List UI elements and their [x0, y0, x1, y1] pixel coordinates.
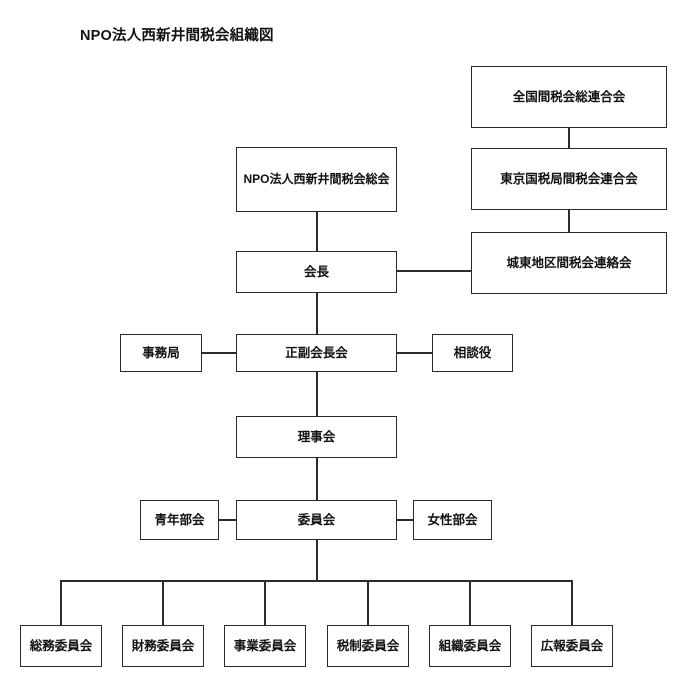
connector-bus-drop-general-affairs [60, 580, 62, 625]
connector-subcommittee-bus [60, 580, 572, 582]
connector-vice-board-to-directors [316, 371, 318, 416]
node-advisor[interactable]: 相談役 [432, 334, 513, 372]
connector-bus-drop-tax-system [367, 580, 369, 625]
connector-bus-drop-organization [469, 580, 471, 625]
node-national-federation[interactable]: 全国間税会総連合会 [471, 66, 667, 128]
node-secretariat[interactable]: 事務局 [120, 334, 202, 372]
connector-bus-drop-finance [162, 580, 164, 625]
connector-tokyo-to-joto [568, 209, 570, 233]
node-finance-committee[interactable]: 財務委員会 [122, 625, 204, 667]
node-committee[interactable]: 委員会 [236, 500, 397, 540]
node-business-committee[interactable]: 事業委員会 [224, 625, 306, 667]
connector-president-to-vice-board [316, 292, 318, 334]
node-youth-division[interactable]: 青年部会 [140, 500, 219, 540]
node-general-assembly[interactable]: NPO法人西新井間税会総会 [236, 147, 397, 212]
connector-national-to-tokyo [568, 127, 570, 149]
node-general-affairs-committee[interactable]: 総務委員会 [20, 625, 102, 667]
node-organization-committee[interactable]: 組織委員会 [429, 625, 511, 667]
connector-directors-to-committee [316, 457, 318, 501]
node-joto-liaison[interactable]: 城東地区間税会連絡会 [471, 232, 667, 294]
connector-youth-to-committee [218, 519, 237, 521]
connector-vice-board-to-advisor [396, 352, 433, 354]
connector-committee-to-womens [396, 519, 414, 521]
node-president[interactable]: 会長 [236, 251, 397, 293]
connector-joto-to-president [396, 270, 472, 272]
connector-committee-to-bus [316, 539, 318, 581]
node-tax-system-committee[interactable]: 税制委員会 [327, 625, 409, 667]
node-board-of-directors[interactable]: 理事会 [236, 416, 397, 458]
node-womens-division[interactable]: 女性部会 [413, 500, 492, 540]
node-tokyo-federation[interactable]: 東京国税局間税会連合会 [471, 148, 667, 210]
page-title: NPO法人西新井間税会組織図 [80, 28, 274, 44]
node-vice-presidents-board[interactable]: 正副会長会 [236, 334, 397, 372]
connector-assembly-to-president [316, 211, 318, 252]
connector-bus-drop-business [264, 580, 266, 625]
connector-bus-drop-public-relations [571, 580, 573, 625]
connector-secretariat-to-vice-board [201, 352, 237, 354]
node-public-relations-committee[interactable]: 広報委員会 [531, 625, 613, 667]
